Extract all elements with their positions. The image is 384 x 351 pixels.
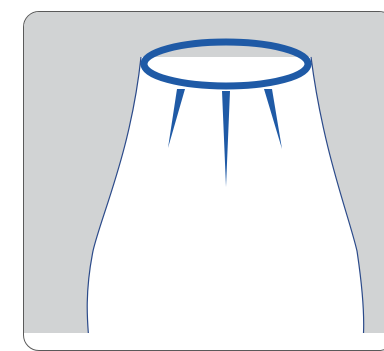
- illustration-canvas: [23, 11, 384, 333]
- illustration-panel: [23, 11, 384, 351]
